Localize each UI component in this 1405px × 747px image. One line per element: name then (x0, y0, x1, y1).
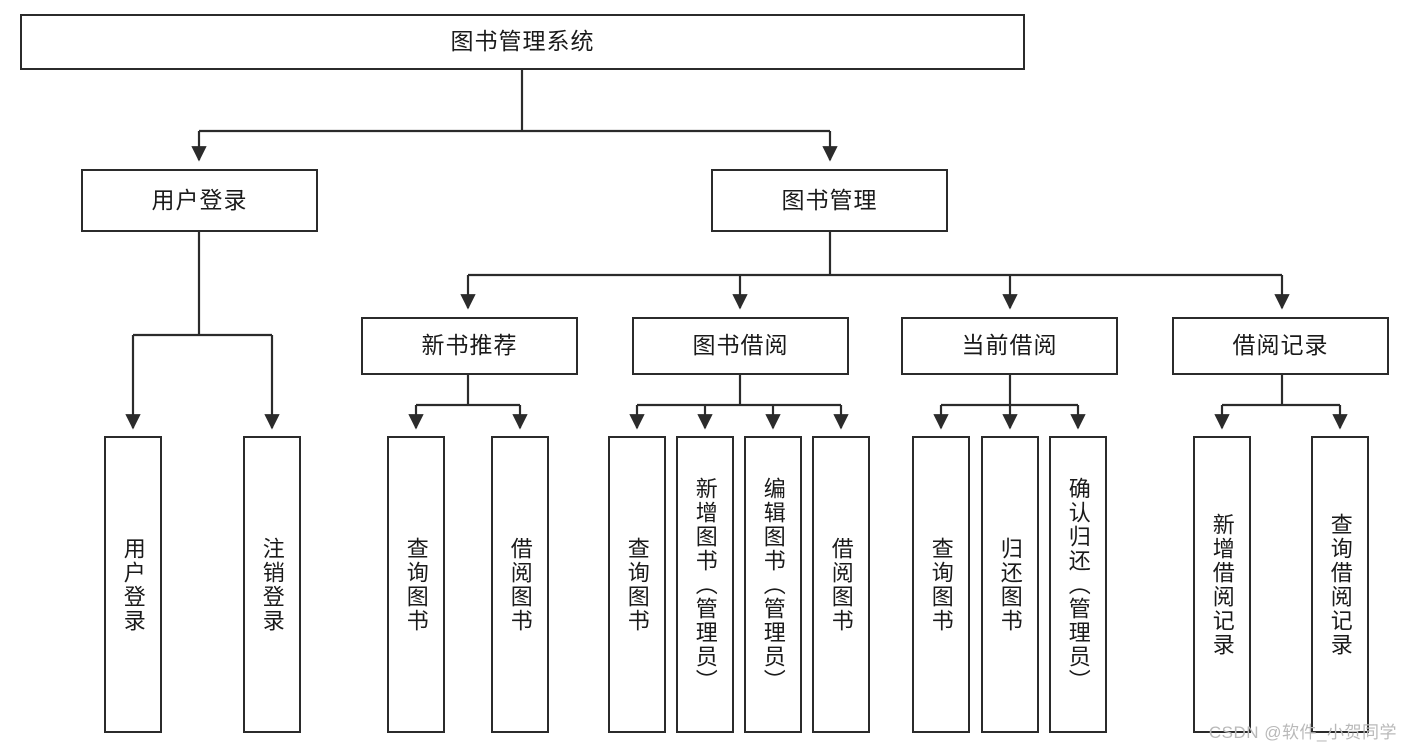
node-user-login-label: 用户登录 (151, 186, 248, 213)
leaf-user-login[interactable]: 用户登录 (104, 436, 162, 733)
leaf-borrow-book-2[interactable]: 借阅图书 (812, 436, 870, 733)
leaf-query-book-3-label: 查询图书 (928, 536, 954, 633)
node-book-borrow[interactable]: 图书借阅 (632, 317, 849, 375)
node-book-manage[interactable]: 图书管理 (711, 169, 948, 232)
leaf-add-record-label: 新增借阅记录 (1209, 512, 1235, 657)
leaf-add-book[interactable]: 新增图书（管理员） (676, 436, 734, 733)
leaf-confirm-return[interactable]: 确认归还（管理员） (1049, 436, 1107, 733)
node-new-book-rec[interactable]: 新书推荐 (361, 317, 578, 375)
leaf-user-login-label: 用户登录 (120, 536, 146, 633)
node-borrow-record-label: 借阅记录 (1232, 332, 1329, 359)
node-current-borrow[interactable]: 当前借阅 (901, 317, 1118, 375)
leaf-borrow-book-2-label: 借阅图书 (828, 536, 854, 633)
node-book-borrow-label: 图书借阅 (692, 332, 789, 359)
csdn-watermark: CSDN @软件_小贺同学 (1208, 723, 1397, 742)
leaf-add-book-label: 新增图书（管理员） (692, 476, 718, 693)
node-root[interactable]: 图书管理系统 (20, 14, 1025, 70)
leaf-return-book-label: 归还图书 (997, 536, 1023, 633)
leaf-edit-book[interactable]: 编辑图书（管理员） (744, 436, 802, 733)
leaf-query-book-1[interactable]: 查询图书 (387, 436, 445, 733)
leaf-query-record-label: 查询借阅记录 (1327, 512, 1353, 657)
leaf-query-book-3[interactable]: 查询图书 (912, 436, 970, 733)
leaf-logout-login[interactable]: 注销登录 (243, 436, 301, 733)
node-user-login[interactable]: 用户登录 (81, 169, 318, 232)
node-borrow-record[interactable]: 借阅记录 (1172, 317, 1389, 375)
leaf-add-record[interactable]: 新增借阅记录 (1193, 436, 1251, 733)
leaf-query-book-2-label: 查询图书 (624, 536, 650, 633)
node-book-manage-label: 图书管理 (781, 186, 878, 213)
leaf-logout-login-label: 注销登录 (259, 536, 285, 633)
leaf-borrow-book-1[interactable]: 借阅图书 (491, 436, 549, 733)
leaf-query-record[interactable]: 查询借阅记录 (1311, 436, 1369, 733)
leaf-confirm-return-label: 确认归还（管理员） (1065, 476, 1091, 693)
node-new-book-rec-label: 新书推荐 (421, 332, 518, 359)
node-root-label: 图书管理系统 (450, 28, 595, 55)
node-current-borrow-label: 当前借阅 (961, 332, 1058, 359)
leaf-query-book-2[interactable]: 查询图书 (608, 436, 666, 733)
leaf-query-book-1-label: 查询图书 (403, 536, 429, 633)
leaf-borrow-book-1-label: 借阅图书 (507, 536, 533, 633)
leaf-return-book[interactable]: 归还图书 (981, 436, 1039, 733)
leaf-edit-book-label: 编辑图书（管理员） (760, 476, 786, 693)
